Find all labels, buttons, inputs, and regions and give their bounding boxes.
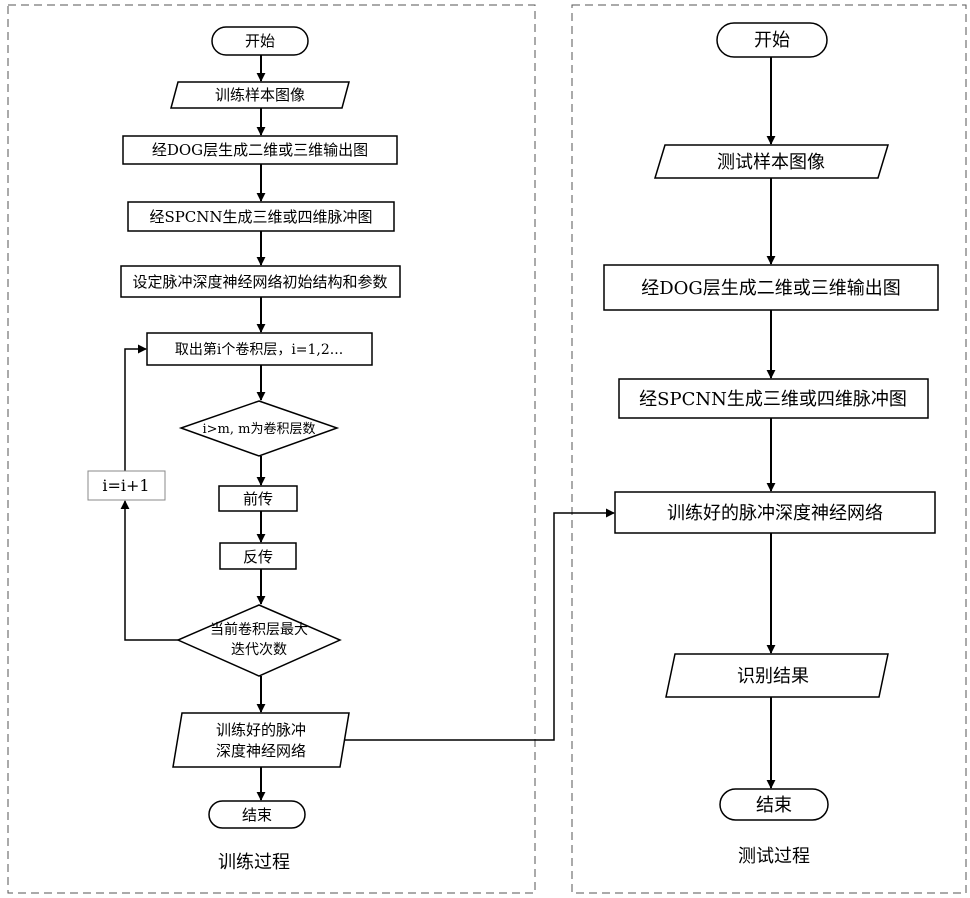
testing-frame [572,5,966,893]
test-end-label: 结束 [756,795,792,816]
train-forward-label: 前传 [243,490,273,508]
test-dog-node: 经DOG层生成二维或三维输出图 [604,265,938,310]
test-spcnn-node: 经SPCNN生成三维或四维脉冲图 [619,379,928,418]
test-dog-label: 经DOG层生成二维或三维输出图 [641,278,901,299]
test-trained-net-node: 训练好的脉冲深度神经网络 [615,492,935,533]
loop-arrow-right [125,349,146,471]
train-dog-node: 经DOG层生成二维或三维输出图 [123,136,397,164]
test-start-label: 开始 [754,30,790,51]
train-init-node: 设定脉冲深度神经网络初始结构和参数 [121,266,400,297]
train-take-layer-node: 取出第i个卷积层，i=1,2... [147,333,372,365]
train-dog-label: 经DOG层生成二维或三维输出图 [152,141,368,159]
test-end-node: 结束 [720,789,828,820]
test-input-label: 测试样本图像 [717,152,825,173]
train-cond1-node: i>m, m为卷积层数 [181,401,337,456]
train-cond2-node: 当前卷积层最大 迭代次数 [178,605,340,676]
train-backward-label: 反传 [243,548,273,566]
train-spcnn-label: 经SPCNN生成三维或四维脉冲图 [149,208,372,226]
test-caption: 测试过程 [738,846,810,867]
train-output-label-line2: 深度神经网络 [216,742,306,760]
test-input-node: 测试样本图像 [655,145,888,178]
train-start-label: 开始 [245,32,275,50]
train-end-node: 结束 [209,801,305,828]
test-result-node: 识别结果 [666,654,888,697]
train-end-label: 结束 [242,806,272,824]
train-init-label: 设定脉冲深度神经网络初始结构和参数 [132,273,387,291]
train-increment-node: i=i+1 [88,471,165,500]
train-caption: 训练过程 [218,852,290,873]
train-spcnn-node: 经SPCNN生成三维或四维脉冲图 [128,202,394,231]
train-input-label: 训练样本图像 [215,86,305,104]
test-spcnn-label: 经SPCNN生成三维或四维脉冲图 [639,389,907,410]
train-take-layer-label: 取出第i个卷积层，i=1,2... [175,341,343,358]
train-forward-node: 前传 [219,486,297,511]
loop-arrow-up [125,501,178,640]
train-output-label-line1: 训练好的脉冲 [216,721,306,739]
cross-connector [342,513,614,740]
test-result-label: 识别结果 [737,666,809,687]
train-input-node: 训练样本图像 [171,82,349,108]
train-cond2-label-line2: 迭代次数 [231,642,287,658]
train-cond2-label-line1: 当前卷积层最大 [210,621,308,638]
train-backward-node: 反传 [220,543,296,569]
train-start-node: 开始 [212,27,308,55]
test-trained-net-label: 训练好的脉冲深度神经网络 [667,503,883,524]
train-cond1-label: i>m, m为卷积层数 [203,421,316,437]
test-start-node: 开始 [717,23,827,57]
train-increment-label: i=i+1 [102,476,149,495]
train-output-node: 训练好的脉冲 深度神经网络 [173,713,349,767]
